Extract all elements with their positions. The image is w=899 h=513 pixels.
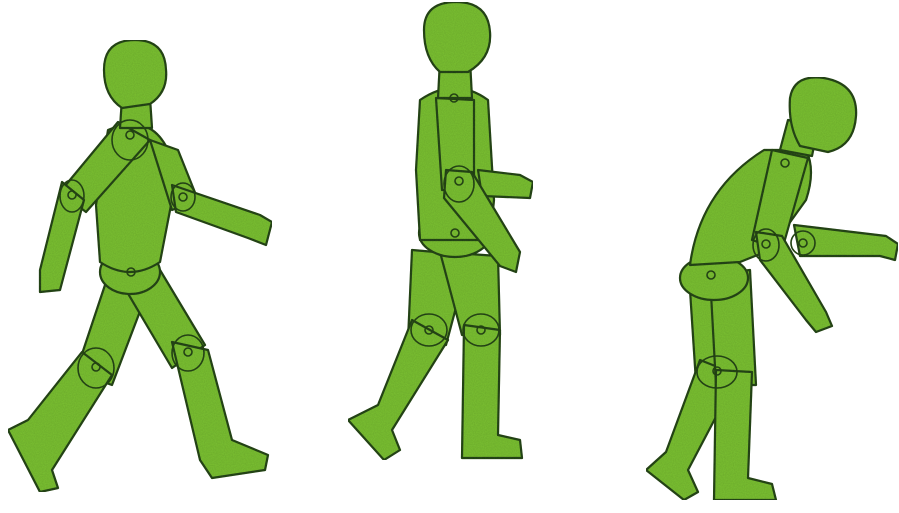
figure1-back-shin	[8, 352, 112, 492]
figure-upright-step	[348, 2, 533, 460]
figure3-head	[790, 77, 856, 152]
figure-walking	[8, 40, 272, 492]
figure3-front-shin	[714, 370, 776, 500]
figure-hunched-reaching	[646, 77, 898, 500]
figure1-front-forearm	[172, 185, 272, 245]
figure3-back-arm	[794, 225, 898, 260]
figure2-back-shin	[348, 320, 448, 460]
figure1-front-shin	[172, 342, 268, 478]
figure1-back-forearm	[40, 182, 84, 292]
figure2-head	[424, 2, 490, 72]
figure1-head	[104, 40, 166, 108]
figure2-front-shin	[462, 325, 522, 458]
